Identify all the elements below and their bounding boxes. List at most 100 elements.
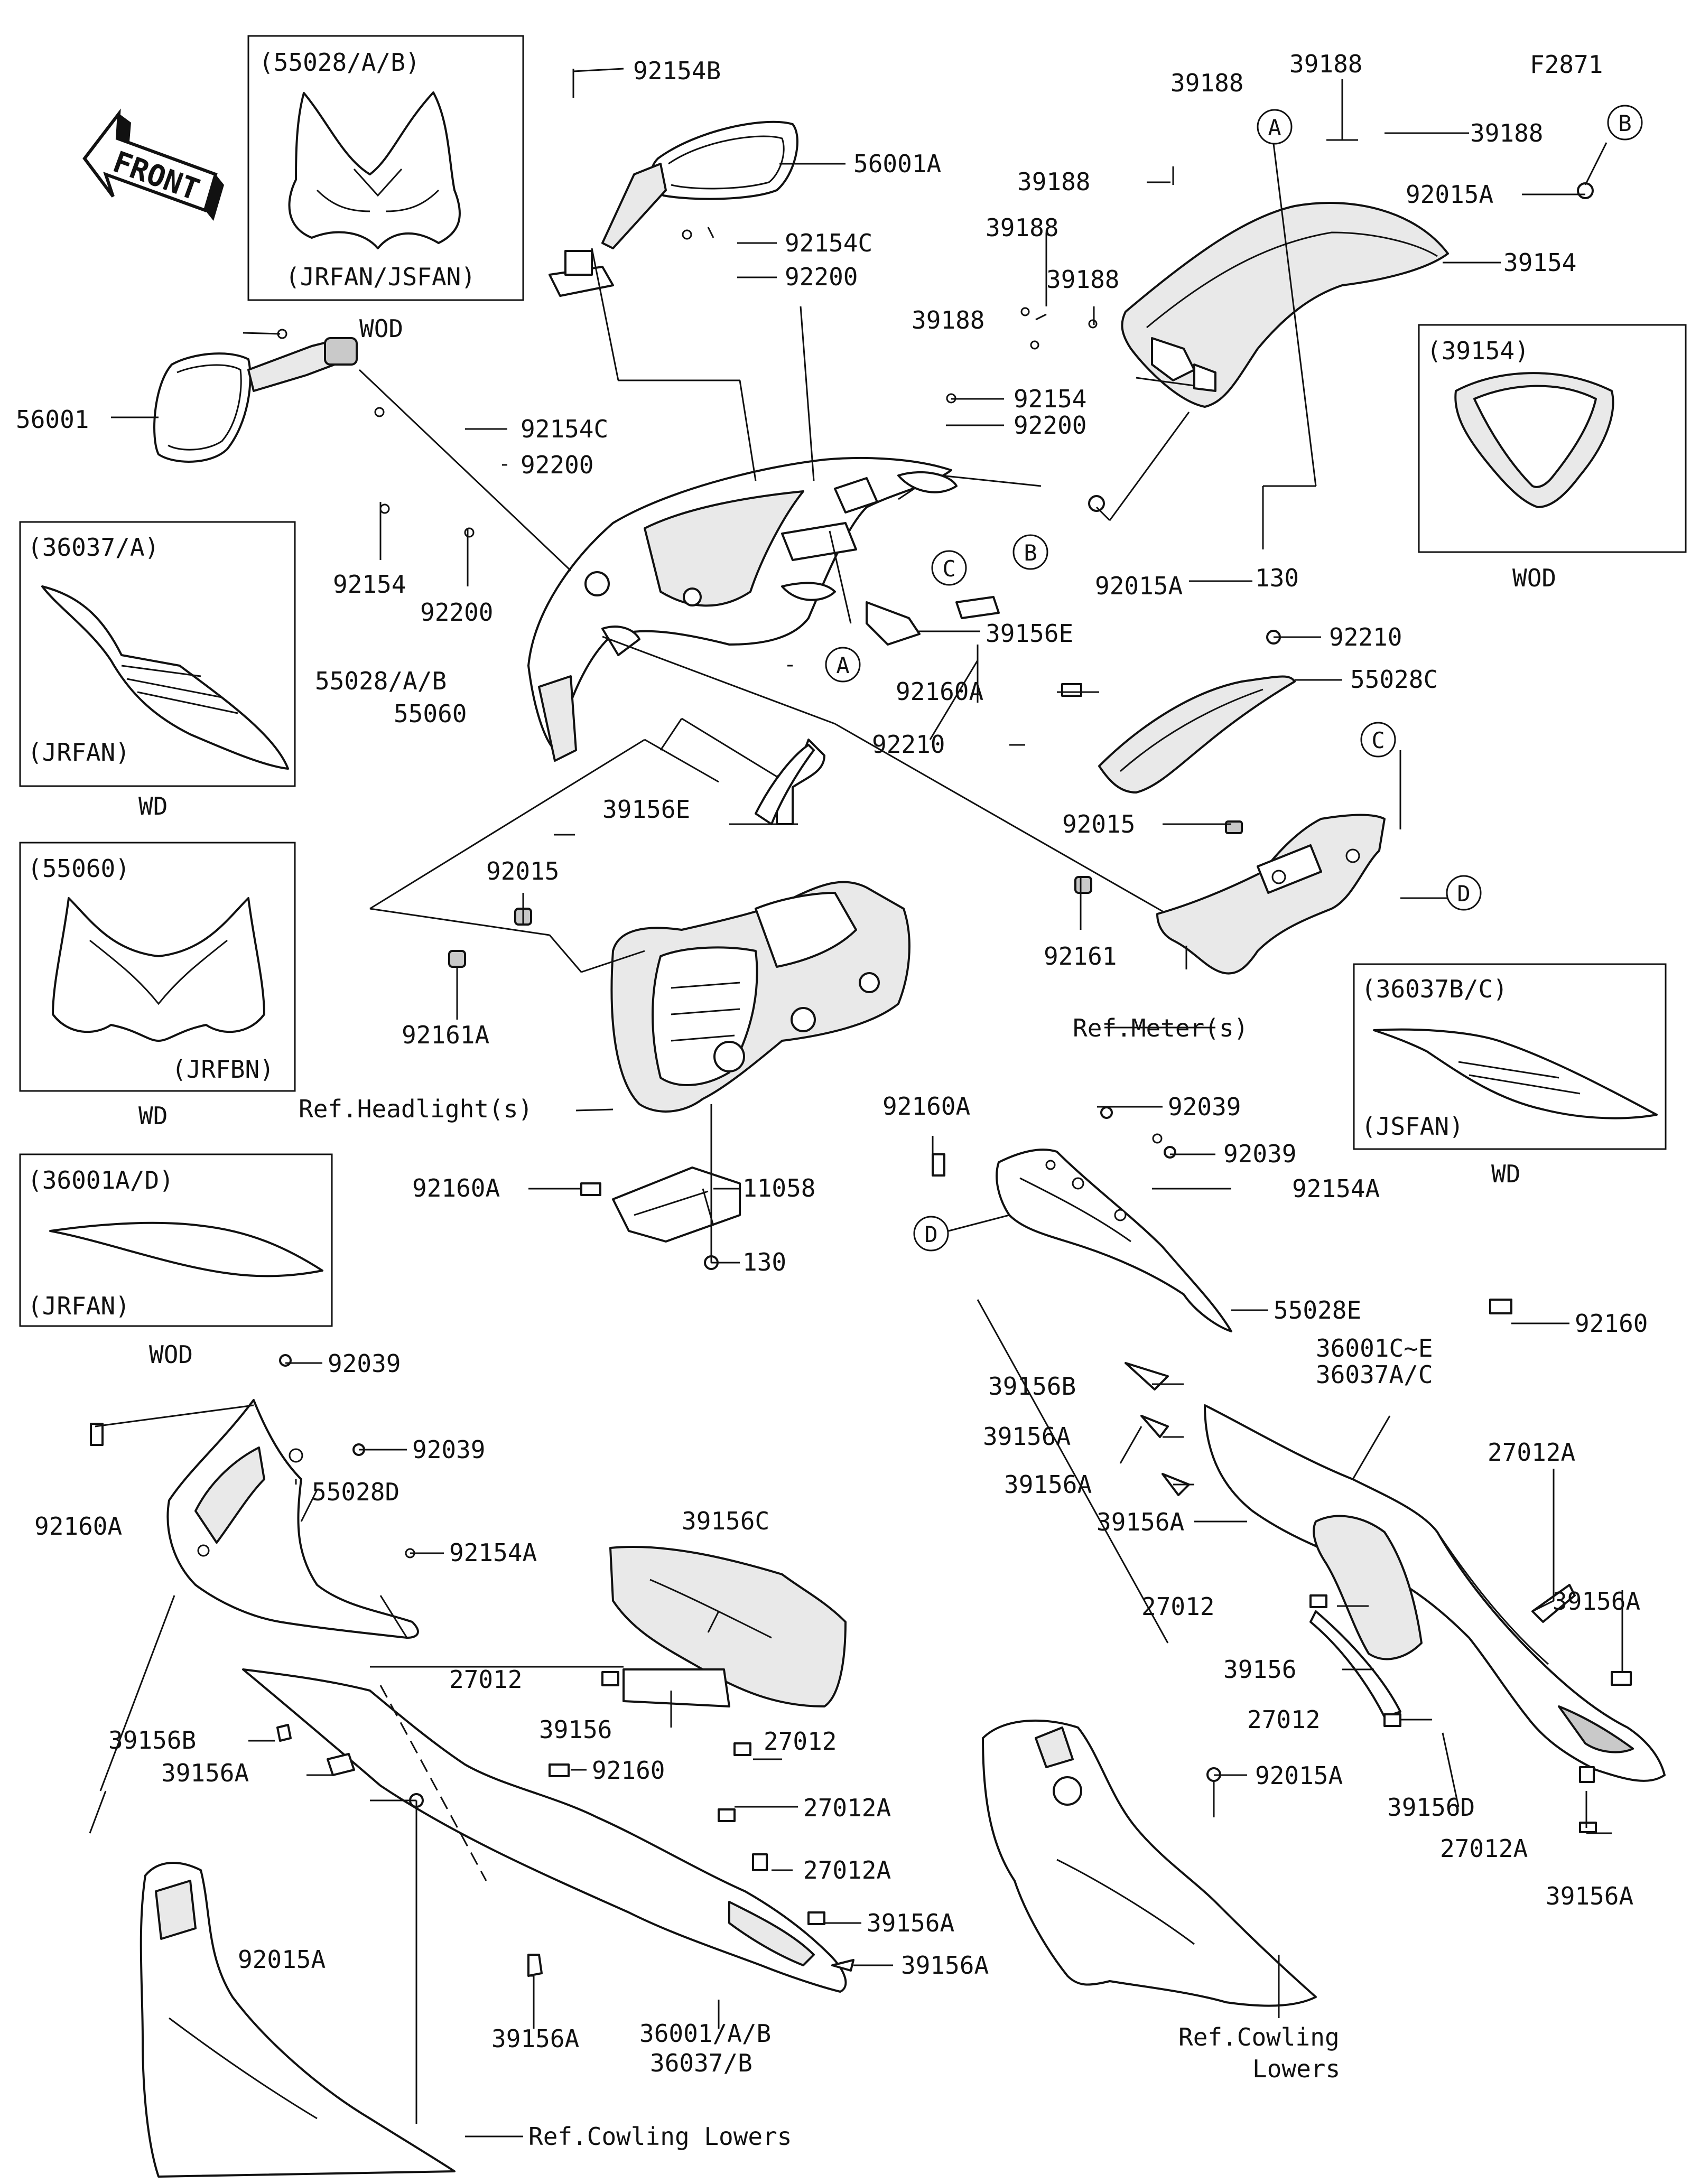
callout-letter: D bbox=[924, 1221, 937, 1247]
label-36037a-c: 36037A/C bbox=[1316, 1360, 1433, 1389]
upper-cowling-inner bbox=[527, 456, 958, 762]
plate-11058 bbox=[612, 1166, 741, 1243]
callout-letter: B bbox=[1024, 540, 1037, 566]
label-92160a-plate: 92160A bbox=[412, 1174, 500, 1202]
callout-d-left: D bbox=[913, 1216, 949, 1252]
inner-cowl-right bbox=[982, 1719, 1317, 2007]
label-27012a-l1: 27012A bbox=[803, 1794, 891, 1822]
inset-panel-55060: (55060) (JRFBN) WD bbox=[19, 842, 296, 1130]
inset-caption: WD bbox=[1491, 1160, 1520, 1188]
label-39156a-l2: 39156A bbox=[867, 1909, 954, 1937]
label-39156e-left: 39156E bbox=[602, 795, 690, 824]
mirror-56001 bbox=[153, 337, 358, 463]
headlight-assembly bbox=[610, 881, 910, 1113]
label-56001: 56001 bbox=[16, 405, 89, 434]
label-92160-left: 92160 bbox=[592, 1756, 665, 1785]
label-39156e-mid: 39156E bbox=[986, 619, 1073, 648]
label-39156c: 39156C bbox=[682, 1507, 769, 1535]
label-92210-mid: 92210 bbox=[872, 730, 945, 759]
inset-caption: WD bbox=[138, 1102, 168, 1130]
inner-cowl-left bbox=[140, 1862, 456, 2178]
label-39156a-r4: 39156A bbox=[1553, 1587, 1640, 1616]
side-cowl-right bbox=[1204, 1404, 1666, 1782]
label-39156-left: 39156 bbox=[539, 1715, 612, 1744]
callout-b-top: B bbox=[1607, 105, 1643, 141]
label-27012-l1: 27012 bbox=[449, 1665, 522, 1694]
callout-a-top: A bbox=[1257, 109, 1293, 145]
inset-caption: WOD bbox=[359, 314, 403, 343]
callout-letter: A bbox=[1268, 115, 1281, 141]
inset-panel-39154: (39154) WOD bbox=[1418, 324, 1687, 592]
label-39188-e: 39188 bbox=[986, 213, 1058, 242]
label-36001ab: 36001/A/B bbox=[639, 2019, 771, 2048]
label-92154a-left: 92154A bbox=[449, 1538, 537, 1567]
label-92015a-top: 92015A bbox=[1406, 180, 1493, 209]
inset-panel-36037b: (36037B/C) (JSFAN) WD bbox=[1353, 963, 1667, 1188]
callout-letter: C bbox=[1371, 727, 1385, 753]
side-cowl-left bbox=[242, 1668, 847, 1993]
label-39156a-l4: 39156A bbox=[491, 2024, 579, 2053]
label-39156a-r1: 39156A bbox=[983, 1422, 1071, 1451]
label-27012a-r2: 27012A bbox=[1440, 1834, 1528, 1863]
callout-letter: D bbox=[1457, 881, 1470, 907]
label-92154a-right: 92154A bbox=[1292, 1174, 1380, 1203]
stickers-right bbox=[1125, 1299, 1632, 1833]
label-39188-a: 39188 bbox=[1170, 69, 1243, 97]
label-39156a-r3: 39156A bbox=[1097, 1508, 1184, 1536]
mirror-56001a bbox=[549, 69, 798, 297]
label-92210-top: 92210 bbox=[1329, 623, 1402, 651]
inset-panel-36001a: (36001A/D) (JRFAN) WOD bbox=[19, 1153, 333, 1369]
windshield-39154 bbox=[1121, 202, 1449, 408]
label-92200: 92200 bbox=[785, 263, 858, 291]
callout-a-mid: A bbox=[825, 647, 861, 683]
inset-note: (JRFAN) bbox=[27, 1292, 130, 1320]
label-92200-left: 92200 bbox=[521, 451, 593, 479]
label-92015a-mid: 92015A bbox=[1095, 572, 1183, 600]
label-ref-meter: Ref.Meter(s) bbox=[1073, 1014, 1248, 1042]
stickers-left bbox=[276, 1546, 854, 1977]
inset-note: (JRFAN/JSFAN) bbox=[285, 263, 476, 291]
inner-panel-55028c bbox=[1098, 675, 1296, 794]
label-92154c: 92154C bbox=[785, 229, 872, 257]
label-36001c-e: 36001C~E bbox=[1316, 1334, 1433, 1362]
label-ref-cowling-left: Ref.Cowling Lowers bbox=[528, 2122, 792, 2151]
front-arrow-icon: FRONT bbox=[82, 108, 224, 221]
meter-stay bbox=[1156, 814, 1386, 975]
label-92039-l2: 92039 bbox=[412, 1435, 485, 1464]
label-92160-right: 92160 bbox=[1575, 1309, 1648, 1338]
label-92161a: 92161A bbox=[402, 1021, 489, 1049]
callout-letter: B bbox=[1618, 110, 1631, 136]
label-130: 130 bbox=[742, 1248, 786, 1276]
label-55028e: 55028E bbox=[1274, 1296, 1361, 1324]
label-27012-l2: 27012 bbox=[764, 1727, 837, 1756]
label-130-mid: 130 bbox=[1255, 564, 1299, 592]
inner-panel-55028e bbox=[996, 1149, 1232, 1332]
inset-note: (JRFBN) bbox=[172, 1055, 274, 1084]
label-39154: 39154 bbox=[1503, 248, 1576, 277]
label-39188-d: 39188 bbox=[1017, 167, 1090, 196]
label-92154-mid: 92154 bbox=[1014, 385, 1086, 413]
label-55028ab: 55028/A/B bbox=[315, 667, 447, 695]
label-39156b-right: 39156B bbox=[988, 1372, 1076, 1401]
leader-lines bbox=[89, 68, 1623, 2138]
label-55028d: 55028D bbox=[312, 1478, 399, 1506]
label-92161: 92161 bbox=[1044, 942, 1117, 970]
inset-caption: WD bbox=[138, 792, 168, 820]
inset-note: (JSFAN) bbox=[1361, 1112, 1464, 1141]
label-92200-mid: 92200 bbox=[1014, 411, 1086, 440]
label-92160a-right: 92160A bbox=[882, 1092, 970, 1121]
label-39156a-r2: 39156A bbox=[1004, 1470, 1092, 1499]
label-92200-lower: 92200 bbox=[420, 598, 493, 627]
part-labels: 92154B 56001A 92154C 92200 56001 92154C … bbox=[16, 50, 1648, 2151]
label-92039-l1: 92039 bbox=[328, 1349, 401, 1378]
inset-panel-36037a: (36037/A) (JRFAN) WD bbox=[19, 521, 296, 820]
label-ref-cowling-right-1: Ref.Cowling bbox=[1178, 2023, 1340, 2051]
label-92154b-mirror: 92154B bbox=[633, 57, 721, 85]
label-27012a-right: 27012A bbox=[1488, 1438, 1575, 1467]
label-55060: 55060 bbox=[394, 699, 467, 728]
label-39156a-r5: 39156A bbox=[1546, 1882, 1633, 1910]
label-39156d: 39156D bbox=[1387, 1793, 1475, 1822]
callout-letter: A bbox=[836, 652, 849, 678]
label-92015-mid: 92015 bbox=[1062, 810, 1135, 838]
